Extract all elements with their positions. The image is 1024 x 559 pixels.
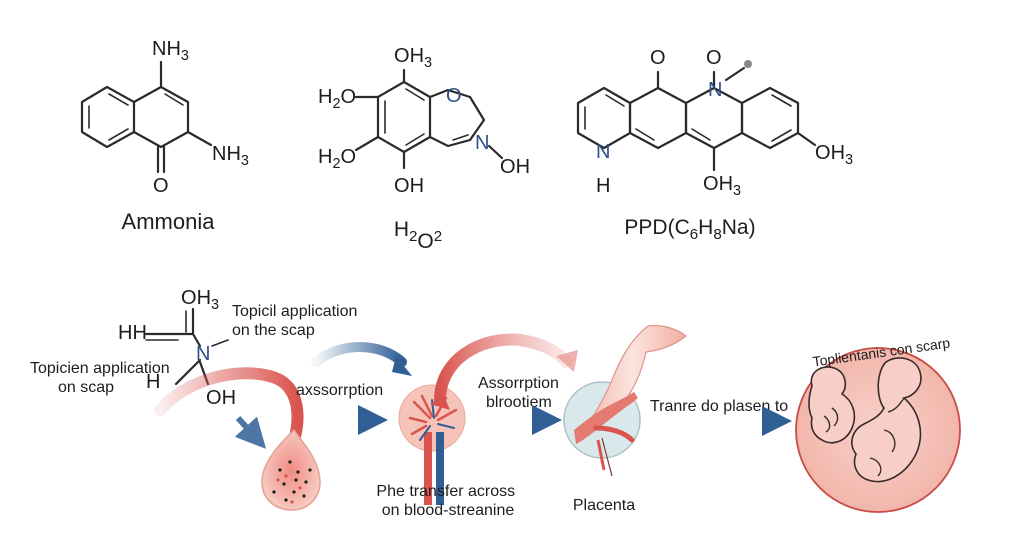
molecule-name-h2o2: H2O2 (394, 218, 442, 253)
atom-nh3-top: NH3 (152, 38, 189, 64)
atom-oh3-bottom: OH3 (703, 173, 741, 199)
atom-oh-right: OH (500, 156, 530, 178)
atom-h2o-top: H2O (318, 86, 356, 112)
arrow-blue-down (234, 415, 267, 449)
bloodstream-node (398, 384, 466, 505)
molecule-h2o2: OH3 H2O H2O O N OH OH H2O2 (318, 45, 530, 253)
atom-h: H (146, 371, 160, 393)
atom-o-bottom: O (153, 175, 169, 197)
fused-ring (132, 85, 190, 149)
atom-oh3-top: OH3 (394, 45, 432, 71)
label-absorption: axssorrption (296, 382, 383, 399)
atom-oh3-right: OH3 (815, 142, 853, 168)
atom-oh-bottom: OH (394, 175, 424, 197)
skin-droplet (261, 428, 321, 511)
placenta-node: Placenta (563, 324, 687, 514)
atom-nh3-right: NH3 (212, 143, 249, 169)
label-transfer-bloodstream: Phe transfer across on blood-streanine (376, 483, 519, 519)
molecule-ammonia: NH3 NH3 O Ammonia (80, 38, 249, 234)
atom-h2o-bottom: H2O (318, 146, 356, 172)
atom-dot (744, 60, 752, 68)
molecule-name-ppd: PPD(C6H8Na) (624, 216, 755, 243)
molecule-ppd: O O N N H OH3 OH3 PPD(C6H8Na) (576, 47, 853, 243)
atom-ring-n: N (475, 132, 489, 154)
atom-h-below: H (596, 175, 610, 197)
arrow-blue-curve-head (392, 356, 412, 376)
atom-o-left: O (650, 47, 666, 69)
arrow-red-arc (434, 333, 572, 406)
atom-oh3: OH3 (181, 287, 219, 313)
label-transfer-placenta: Tranre do plasen to (650, 398, 788, 415)
atom-ring-o: O (446, 85, 462, 107)
oxazine-ring (428, 88, 486, 148)
molecule-name-ammonia: Ammonia (122, 209, 216, 234)
arrow-blue-curve (311, 342, 407, 367)
atom-o-right: O (706, 47, 722, 69)
atom-oh: OH (206, 387, 236, 409)
label-placenta: Placenta (573, 497, 635, 514)
fetus-womb: Toplientanis con scarp (795, 334, 961, 513)
small-molecule: OH3 HH N H OH (118, 287, 236, 409)
right-ring (740, 86, 800, 150)
middle-ring-1 (628, 86, 688, 150)
atom-n-left: N (596, 141, 610, 163)
atom-n-top: N (708, 79, 722, 101)
label-topical-application-1: Topicil application on the scap (232, 303, 362, 339)
label-absorption-bloodstream: Assorrption blrootiem (478, 375, 563, 411)
benzene-ring (80, 85, 136, 149)
label-topical-application-2: Topicien application on scap (30, 360, 174, 396)
atom-hh: HH (118, 322, 147, 344)
arrow-red-to-skin (154, 367, 304, 446)
